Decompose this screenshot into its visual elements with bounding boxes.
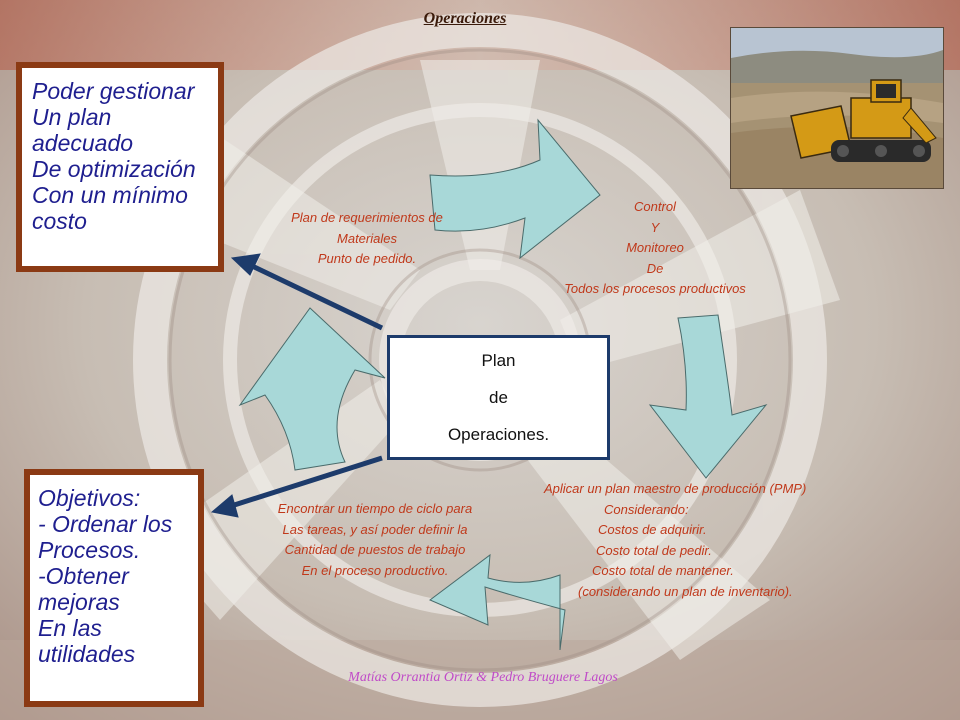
- pmp-line: Considerando:: [604, 501, 689, 517]
- cycle-time-line: En el proceso productivo.: [301, 562, 449, 578]
- cycle-time-line: Encontrar un tiempo de ciclo para: [277, 501, 473, 516]
- operations-plan-box: Plan de Operaciones.: [387, 335, 610, 460]
- page-title: Operaciones: [423, 10, 507, 27]
- pmp-label: Aplicar un plan maestro de producción (P…: [540, 479, 900, 602]
- author-credit: Matías Orrantia Ortiz & Pedro Bruguere L…: [348, 670, 618, 685]
- objectives-line: -Obtener: [38, 563, 129, 589]
- cycle-time-line: Cantidad de puestos de trabajo: [284, 542, 466, 557]
- cycle-arrow-left: [238, 307, 386, 471]
- pointer-arrowhead-objectives: [210, 494, 239, 518]
- objectives-line: Objetivos:: [38, 485, 141, 511]
- control-line: Control: [634, 199, 676, 214]
- center-line: Plan: [481, 351, 516, 370]
- cycle-time-line: Las tareas, y así poder definir la: [282, 521, 468, 537]
- objectives-line: Procesos.: [38, 537, 141, 563]
- pmp-line: Costos de adquirir.: [598, 522, 707, 537]
- cycle-time-label: Encontrar un tiempo de ciclo para Las ta…: [240, 499, 510, 581]
- control-line: Todos los procesos productivos: [564, 281, 746, 296]
- goal-line: Con un mínimo: [32, 182, 188, 208]
- objectives-line: utilidades: [38, 641, 136, 667]
- pointer-arrow-to-goal: [248, 262, 384, 331]
- control-label: Control Y Monitoreo De Todos los proceso…: [530, 197, 780, 300]
- pmp-line: (considerando un plan de inventario).: [578, 583, 793, 599]
- objectives-line: mejoras: [38, 589, 120, 615]
- goal-line: Poder gestionar: [32, 78, 195, 104]
- goal-line: Un plan: [32, 104, 112, 130]
- requirements-label: Plan de requerimientos de Materiales Pun…: [262, 208, 472, 270]
- goal-line: costo: [32, 208, 87, 234]
- pointer-arrowhead-goal: [230, 253, 261, 276]
- goal-box: Poder gestionar Un plan adecuado De opti…: [16, 62, 224, 272]
- objectives-line: En las: [38, 615, 102, 641]
- center-line: Operaciones.: [447, 425, 550, 444]
- control-line: Y: [650, 219, 660, 235]
- goal-line: adecuado: [32, 130, 134, 156]
- pmp-line: Costo total de pedir.: [596, 542, 712, 558]
- control-line: De: [646, 260, 664, 276]
- bulldozer-mine-photo: [730, 27, 944, 189]
- objectives-line: - Ordenar los: [38, 511, 173, 537]
- cycle-arrow-right: [648, 314, 768, 479]
- pmp-line: Aplicar un plan maestro de producción (P…: [544, 481, 807, 496]
- requirements-line: Punto de pedido.: [317, 251, 417, 266]
- pmp-line: Costo total de mantener.: [592, 563, 734, 578]
- goal-line: De optimización: [32, 156, 196, 182]
- cycle-arrow-bottom: [429, 553, 566, 651]
- cycle-arrow-top: [429, 118, 601, 260]
- pointer-arrow-to-objectives: [227, 455, 383, 510]
- control-line: Monitoreo: [626, 240, 684, 255]
- center-line: de: [489, 388, 508, 407]
- requirements-line: Materiales: [337, 230, 397, 246]
- requirements-line: Plan de requerimientos de: [291, 210, 443, 225]
- objectives-box: Objetivos: - Ordenar los Procesos. -Obte…: [24, 469, 204, 707]
